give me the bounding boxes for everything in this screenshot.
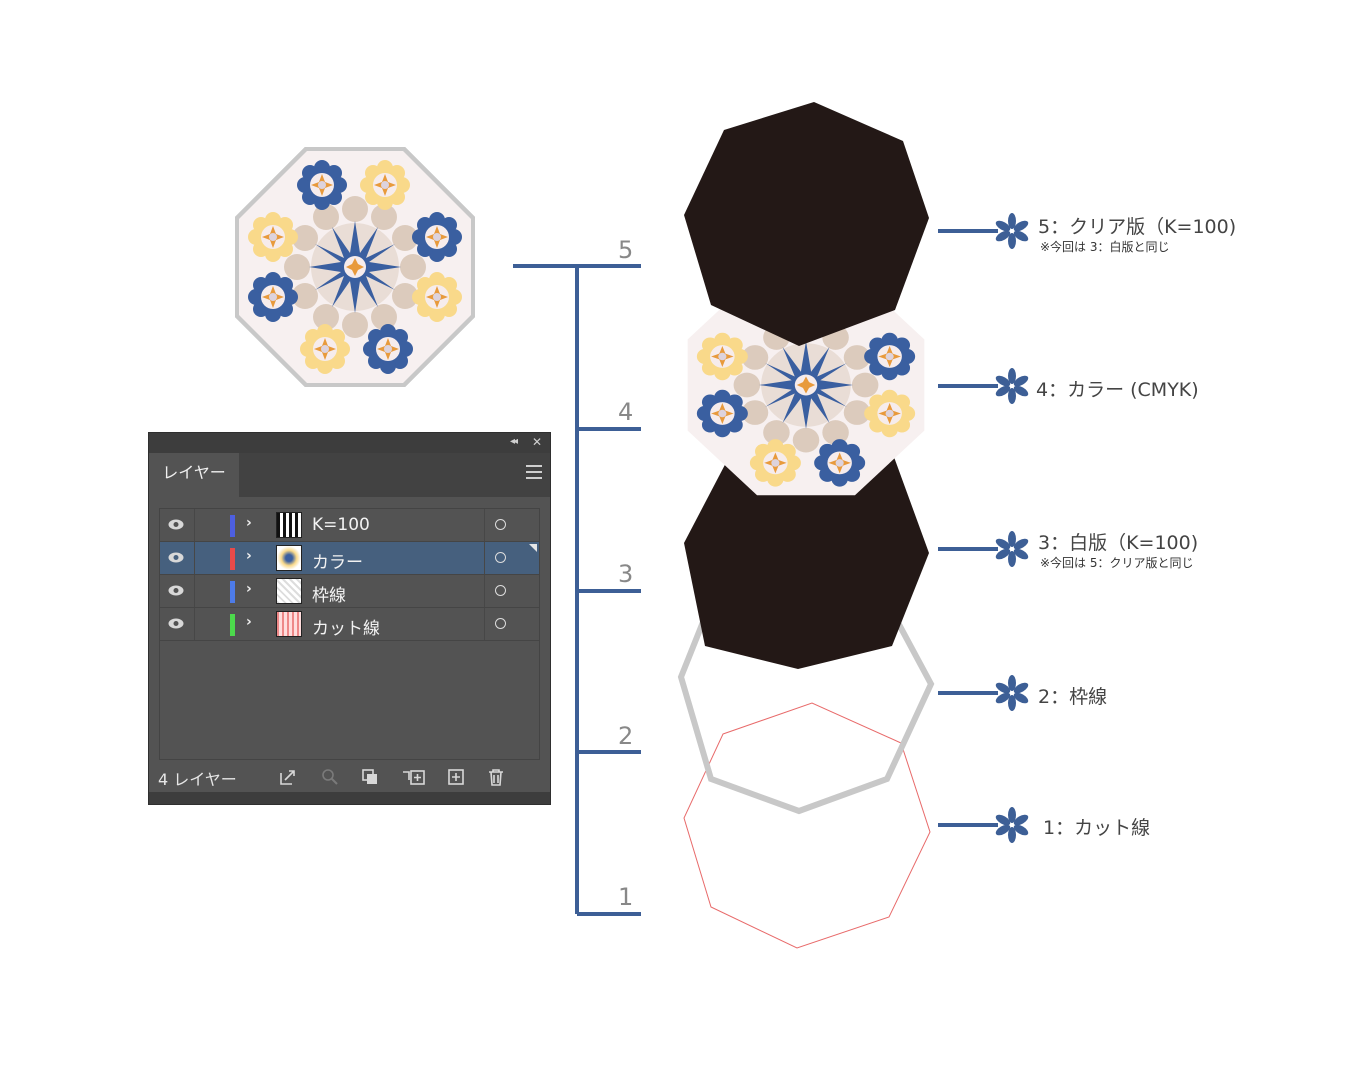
layer-color-swatch [230, 614, 235, 636]
layer-name[interactable]: カット線 [312, 619, 380, 639]
panel-tabbar: レイヤー [149, 453, 550, 497]
column-divider [484, 575, 485, 607]
expand-chevron-icon[interactable]: › [246, 581, 252, 597]
eye-icon[interactable] [168, 618, 184, 629]
white-plate-octagon [684, 457, 929, 669]
label-frame: 2：枠線 [1038, 686, 1108, 708]
layer-row-frame[interactable]: › 枠線 [160, 575, 539, 608]
note-white-plate: ※今回は 5：クリア版と同じ [1040, 556, 1194, 570]
panel-bottom-bar [149, 792, 550, 804]
scale-number-3: 3 [618, 560, 634, 588]
column-divider [194, 509, 195, 541]
asterisk-icon [994, 213, 1030, 249]
label-clear-plate: 5：クリア版（K=100) [1038, 216, 1237, 238]
expand-chevron-icon[interactable]: › [246, 548, 252, 564]
layer-name[interactable]: カラー [312, 553, 363, 573]
selection-corner-icon [529, 544, 537, 552]
trash-icon[interactable] [487, 768, 505, 786]
new-sublayer-icon[interactable] [401, 768, 427, 786]
column-divider [194, 608, 195, 640]
expand-chevron-icon[interactable]: › [246, 515, 252, 531]
layer-scale [513, 264, 641, 916]
label-color: 4：カラー (CMYK) [1036, 379, 1199, 401]
layer-color-swatch [230, 581, 235, 603]
target-circle-icon[interactable] [495, 585, 506, 596]
layer-row-color[interactable]: › カラー [160, 542, 539, 575]
layer-count: 4 レイヤー [158, 770, 237, 789]
scale-number-4: 4 [618, 398, 634, 426]
layers-panel: ◂◂ ✕ レイヤー › K=100 › カラー [148, 432, 551, 805]
scale-number-1: 1 [618, 883, 634, 911]
label-white-plate: 3：白版（K=100) [1038, 532, 1199, 554]
export-icon[interactable] [279, 768, 297, 786]
connector-lines [938, 229, 998, 827]
target-circle-icon[interactable] [495, 618, 506, 629]
column-divider [484, 509, 485, 541]
layer-thumbnail [276, 545, 302, 571]
column-divider [484, 608, 485, 640]
target-circle-icon[interactable] [495, 519, 506, 530]
layer-thumbnail [276, 512, 302, 538]
asterisk-icon [994, 531, 1030, 567]
search-icon[interactable] [321, 768, 339, 786]
asterisk-icon [994, 675, 1030, 711]
column-divider [194, 542, 195, 574]
eye-icon[interactable] [168, 552, 184, 563]
target-circle-icon[interactable] [495, 552, 506, 563]
clear-plate-octagon [684, 102, 929, 346]
layer-name[interactable]: 枠線 [312, 586, 346, 606]
note-clear-plate: ※今回は 3：白版と同じ [1040, 240, 1170, 254]
column-divider [484, 542, 485, 574]
layer-thumbnail [276, 578, 302, 604]
new-layer-icon[interactable] [447, 768, 465, 786]
collapse-icon[interactable]: ◂◂ [509, 436, 518, 447]
layer-thumbnail [276, 611, 302, 637]
tab-layers[interactable]: レイヤー [149, 453, 239, 497]
eye-icon[interactable] [168, 585, 184, 596]
layer-row-k100[interactable]: › K=100 [160, 509, 539, 542]
layer-list: › K=100 › カラー › 枠線 [159, 508, 540, 760]
column-divider [194, 575, 195, 607]
expand-chevron-icon[interactable]: › [246, 614, 252, 630]
layer-color-swatch [230, 548, 235, 570]
panel-titlebar[interactable]: ◂◂ ✕ [149, 433, 550, 453]
layer-row-cut-line[interactable]: › カット線 [160, 608, 539, 641]
asterisk-icon [994, 807, 1030, 843]
layer-color-swatch [230, 515, 235, 537]
layer-name[interactable]: K=100 [312, 515, 370, 535]
close-icon[interactable]: ✕ [531, 435, 542, 449]
scale-number-5: 5 [618, 236, 634, 264]
preview-tile [235, 147, 475, 387]
panel-menu-icon[interactable] [526, 465, 542, 483]
cut-line-octagon [683, 702, 931, 949]
clipping-mask-icon[interactable] [361, 768, 379, 786]
scale-number-2: 2 [618, 722, 634, 750]
label-cut-line: 1：カット線 [1043, 817, 1151, 839]
asterisk-icon [994, 368, 1030, 404]
eye-icon[interactable] [168, 519, 184, 530]
